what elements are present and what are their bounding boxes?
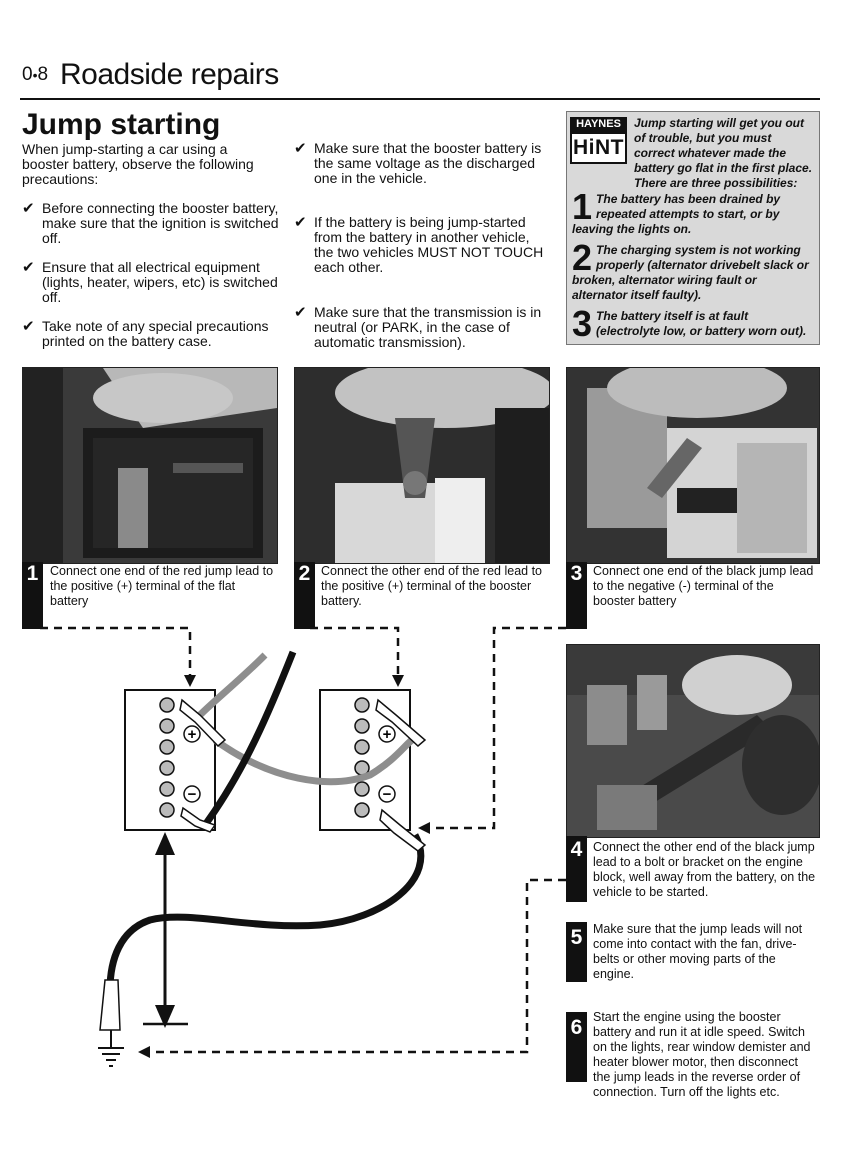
step-3-photo (566, 367, 820, 564)
negative-symbol: − (188, 786, 197, 803)
step-2-caption: Connect the other end of the red lead to… (321, 564, 542, 608)
checkmark-icon: ✔ (22, 200, 35, 217)
checkmark-icon: ✔ (294, 214, 307, 231)
step-1-number: 1 (22, 562, 43, 586)
step-5-number: 5 (566, 926, 587, 950)
jump-start-diagram: + − + − (40, 626, 566, 1067)
step-1-photo (22, 367, 278, 564)
step-1-caption: Connect one end of the red jump lead to … (50, 564, 274, 608)
step-4-photo (566, 644, 820, 838)
booster-battery: + − (319, 689, 411, 831)
step-2-number: 2 (294, 562, 315, 586)
precaution-item: ✔ Make sure that the transmission is in … (294, 304, 542, 350)
arrow-icon (418, 822, 430, 834)
precaution-item: ✔ Before connecting the booster battery,… (22, 200, 279, 246)
precaution-item: ✔ Take note of any special precautions p… (22, 318, 269, 349)
positive-symbol: + (383, 726, 392, 743)
checkmark-icon: ✔ (294, 304, 307, 321)
step-4-caption: Connect the other end of the black jump … (593, 840, 816, 899)
arrow-down-icon (155, 1005, 175, 1028)
positive-terminal-icon (183, 725, 201, 743)
intro-paragraph: When jump-starting a car using a booster… (22, 141, 254, 187)
precaution-item: ✔ Ensure that all electrical equipment (… (22, 259, 278, 305)
positive-terminal-icon (378, 725, 396, 743)
arrow-icon (392, 675, 404, 687)
step-2-photo (294, 367, 550, 564)
arrow-up-icon (155, 832, 175, 855)
negative-terminal-icon (378, 785, 396, 803)
earth-ground-icon (98, 1030, 124, 1067)
haynes-hint-logo: HAYNES HiNT (570, 117, 627, 164)
checkmark-icon: ✔ (22, 259, 35, 276)
page-header-title: Roadside repairs (60, 58, 279, 91)
step-4-number: 4 (566, 838, 587, 862)
checkmark-icon: ✔ (22, 318, 35, 335)
precaution-item: ✔ Make sure that the booster battery is … (294, 140, 542, 186)
clamp-icon (99, 698, 427, 1031)
black-jump-lead (106, 833, 425, 991)
precaution-item: ✔ If the battery is being jump-started f… (294, 214, 544, 275)
red-jump-lead (197, 652, 415, 786)
arrow-icon (184, 675, 196, 687)
step-6-caption: Start the engine using the booster batte… (593, 1010, 811, 1099)
section-title: Jump starting (22, 108, 221, 141)
hint-intro: Jump starting will get you out of troubl… (634, 116, 813, 190)
negative-terminal-icon (183, 785, 201, 803)
step-5-caption: Make sure that the jump leads will not c… (593, 922, 803, 981)
checkmark-icon: ✔ (294, 140, 307, 157)
step-6-number: 6 (566, 1016, 587, 1040)
header-divider (20, 98, 820, 100)
step-3-caption: Connect one end of the black jump lead t… (593, 564, 814, 608)
positive-symbol: + (188, 726, 197, 743)
arrow-icon (138, 1046, 150, 1058)
page-number: 0•8 (22, 64, 49, 85)
negative-symbol: − (383, 786, 392, 803)
black-jump-lead (202, 650, 297, 828)
step-3-number: 3 (566, 562, 587, 586)
